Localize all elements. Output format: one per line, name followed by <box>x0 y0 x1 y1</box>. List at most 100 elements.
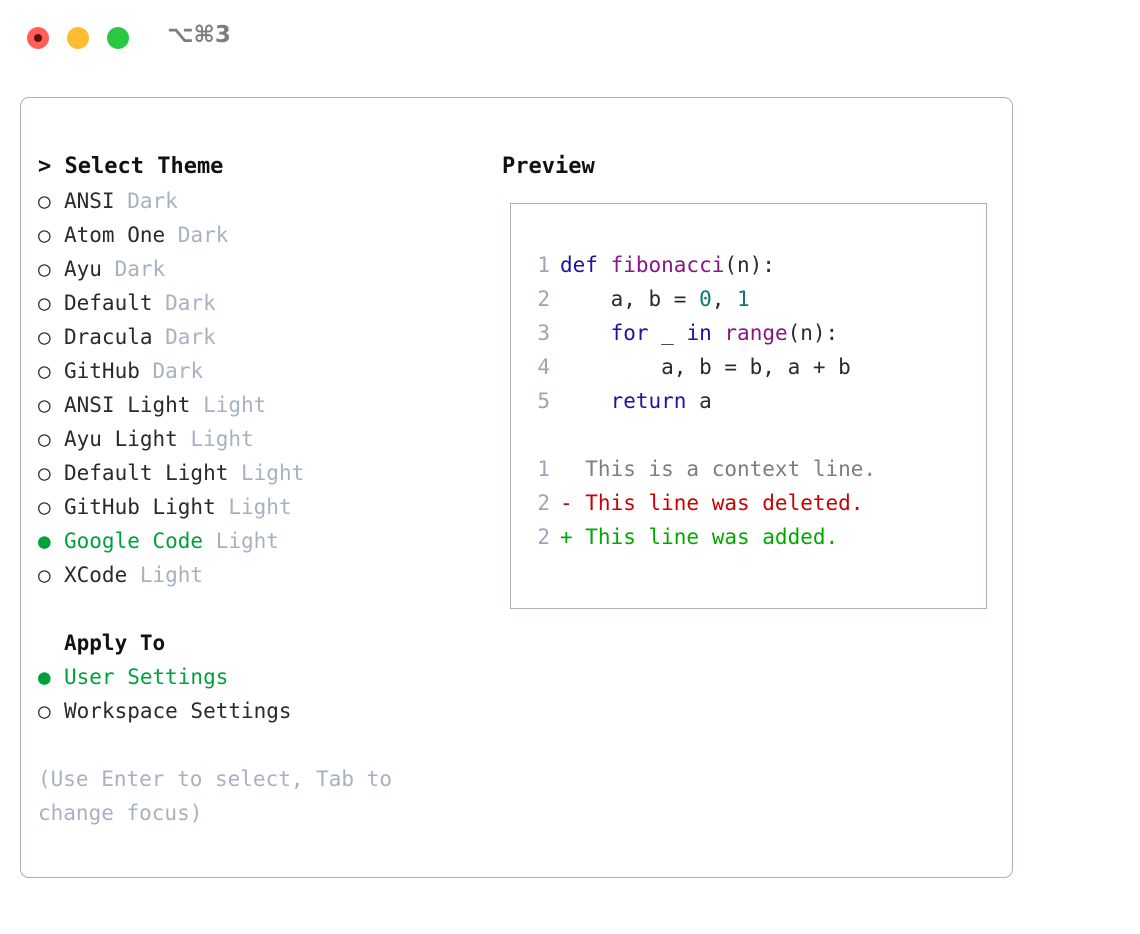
code-token: (n): <box>787 321 839 345</box>
theme-selection-column: > Select Theme ○ANSI Dark○Atom One Dark○… <box>38 150 478 830</box>
radio-unselected-icon: ○ <box>38 699 51 723</box>
main-panel: > Select Theme ○ANSI Dark○Atom One Dark○… <box>20 97 1013 878</box>
theme-option-label: Ayu <box>64 257 115 281</box>
line-number: 2 <box>537 287 550 311</box>
code-token: 0 <box>699 287 712 311</box>
radio-unselected-icon: ○ <box>38 189 51 213</box>
theme-option-xcode[interactable]: ○ XCode Light <box>38 558 478 592</box>
radio-unselected-icon: ○ <box>38 291 51 315</box>
code-token: - This line was deleted. <box>560 491 864 515</box>
theme-option-label: ANSI Light <box>64 393 204 417</box>
theme-list[interactable]: ○ANSI Dark○Atom One Dark○Ayu Dark○Defaul… <box>38 184 478 592</box>
radio-selected-icon: ● <box>38 665 51 689</box>
line-number: 1 <box>537 253 550 277</box>
code-token: fibonacci <box>610 253 725 277</box>
theme-option-label: GitHub Light <box>64 495 229 519</box>
code-token: a, b = b, a + b <box>560 355 851 379</box>
close-window-button[interactable] <box>27 27 49 49</box>
radio-unselected-icon: ○ <box>38 223 51 247</box>
code-token: _ <box>648 321 687 345</box>
theme-option-label: Default Light <box>64 461 242 485</box>
theme-option-variant: Dark <box>127 189 178 213</box>
theme-option-default-light[interactable]: ○Default Light Light <box>38 456 478 490</box>
code-diff-spacer <box>524 418 974 452</box>
apply-to-list[interactable]: ● User Settings ○ Workspace Settings <box>38 660 478 728</box>
theme-option-variant: Light <box>139 563 204 587</box>
theme-option-default[interactable]: ○ Default Dark <box>38 286 478 320</box>
code-line: 1 def fibonacci(n): <box>524 248 974 282</box>
maximize-window-button[interactable] <box>107 27 129 49</box>
theme-option-label: XCode <box>64 563 140 587</box>
code-token: a <box>686 389 712 413</box>
theme-option-variant: Dark <box>165 291 216 315</box>
code-token: in <box>686 321 712 345</box>
radio-unselected-icon: ○ <box>38 427 51 451</box>
theme-option-label: Dracula <box>64 325 166 349</box>
theme-option-variant: Dark <box>152 359 204 383</box>
code-token: This is a context line. <box>560 457 877 481</box>
theme-option-ayu-light[interactable]: ○ Ayu Light Light <box>38 422 478 456</box>
theme-option-ansi[interactable]: ○ ANSI Dark <box>38 184 478 218</box>
line-number: 2 <box>537 525 550 549</box>
diff-sample-block: 1 This is a context line. 2 - This line wa… <box>524 452 974 554</box>
theme-option-ansi-light[interactable]: ○ ANSI Light Light <box>38 388 478 422</box>
apply-to-option-workspace-settings[interactable]: ○ Workspace Settings <box>38 694 478 728</box>
theme-option-variant: Light <box>215 529 279 553</box>
theme-option-variant: Light <box>190 427 254 451</box>
line-number: 1 <box>537 457 550 481</box>
theme-option-ayu[interactable]: ○Ayu Dark <box>38 252 478 286</box>
theme-option-variant: Light <box>203 393 267 417</box>
code-token: 1 <box>737 287 750 311</box>
theme-option-variant: Light <box>241 461 305 485</box>
apply-to-option-label: Workspace Settings <box>64 699 292 723</box>
code-token <box>560 321 611 345</box>
radio-unselected-icon: ○ <box>38 325 51 349</box>
theme-option-google-code[interactable]: ●Google Code Light <box>38 524 478 558</box>
theme-option-variant: Light <box>228 495 292 519</box>
theme-option-dracula[interactable]: ○ Dracula Dark <box>38 320 478 354</box>
theme-option-atom-one[interactable]: ○Atom One Dark <box>38 218 478 252</box>
theme-option-variant: Dark <box>177 223 229 247</box>
line-number: 5 <box>537 389 550 413</box>
code-token <box>712 321 725 345</box>
theme-option-label: GitHub <box>64 359 153 383</box>
code-token: return <box>610 389 687 413</box>
line-number: 2 <box>537 491 550 515</box>
theme-option-variant: Dark <box>165 325 216 349</box>
section-spacer <box>38 592 478 626</box>
code-line: 5 return a <box>524 384 974 418</box>
preview-label: Preview <box>502 154 595 179</box>
radio-unselected-icon: ○ <box>38 563 51 587</box>
radio-unselected-icon: ○ <box>38 359 51 383</box>
diff-line: 2 - This line was deleted. <box>524 486 974 520</box>
title-bar: ⌥⌘3 <box>0 0 1140 76</box>
select-theme-header: > Select Theme <box>38 154 224 179</box>
radio-unselected-icon: ○ <box>38 257 51 281</box>
code-token: def <box>560 253 611 277</box>
apply-to-option-label: User Settings <box>64 665 229 689</box>
radio-unselected-icon: ○ <box>38 495 51 519</box>
code-line: 4 a, b = b, a + b <box>524 350 974 384</box>
theme-option-label: Ayu Light <box>64 427 191 451</box>
theme-option-label: ANSI <box>64 189 128 213</box>
code-line: 3 for _ in range(n): <box>524 316 974 350</box>
minimize-window-button[interactable] <box>67 27 89 49</box>
radio-selected-icon: ● <box>38 529 51 553</box>
code-line: 2 a, b = 0, 1 <box>524 282 974 316</box>
code-token: (n): <box>724 253 775 277</box>
code-token <box>560 389 611 413</box>
radio-unselected-icon: ○ <box>38 393 51 417</box>
theme-option-github[interactable]: ○ GitHub Dark <box>38 354 478 388</box>
apply-to-header: Apply To <box>64 631 166 655</box>
keyboard-shortcut-label: ⌥⌘3 <box>167 22 231 48</box>
theme-option-github-light[interactable]: ○ GitHub Light Light <box>38 490 478 524</box>
code-token: range <box>724 321 788 345</box>
theme-option-label: Default <box>64 291 166 315</box>
code-token: , <box>711 287 738 311</box>
apply-to-option-user-settings[interactable]: ● User Settings <box>38 660 478 694</box>
